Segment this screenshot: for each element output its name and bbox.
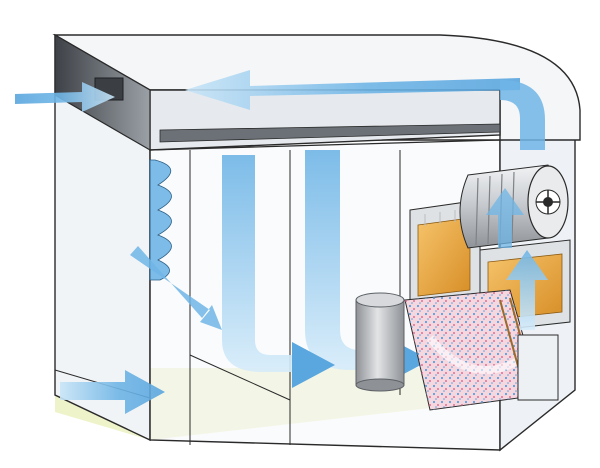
- cabinet-edge: [149, 139, 501, 151]
- roof-rail: [159, 123, 501, 143]
- airflow-arrow-head: [292, 342, 335, 388]
- airflow-arrow-intake: [60, 370, 165, 414]
- airflow-arrow-down: [222, 155, 300, 372]
- airflow-arrow-riser: [500, 80, 545, 150]
- floor-edge: [189, 354, 291, 401]
- heater-coil-icon: [404, 289, 559, 411]
- airflow-arrow-up: [486, 188, 524, 248]
- waste-bin-icon: [355, 292, 405, 392]
- airflow-arrow-diagonal: [130, 246, 222, 330]
- airflow-arrow-exhaust: [15, 82, 115, 112]
- airflow-arrow-up: [506, 250, 548, 330]
- airflow-arrow-top: [185, 70, 520, 110]
- airflow-arrow-down: [305, 150, 395, 370]
- louver-spiral: [149, 159, 172, 281]
